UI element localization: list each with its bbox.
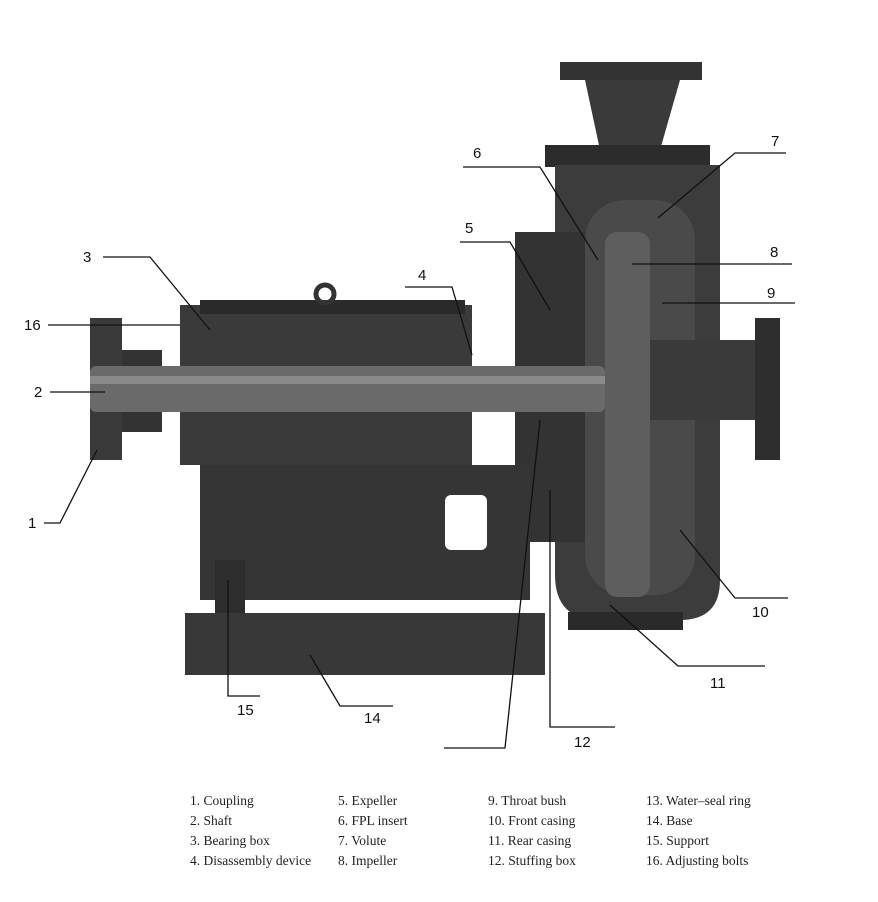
inlet-flange [755,318,780,460]
callout-4: 4 [418,267,426,284]
legend-item: 16. Adjusting bolts [646,853,749,868]
lifting-eye [313,282,337,306]
callout-2: 2 [34,384,42,401]
legend-item: 15. Support [646,833,710,848]
legend-item: 11. Rear casing [488,833,572,848]
callout-3: 3 [83,249,91,266]
legend-item: 8. Impeller [338,853,398,868]
legend-item: 12. Stuffing box [488,853,576,868]
callout-9: 9 [767,285,775,302]
callout-5: 5 [465,220,473,237]
shaft-highlight [90,376,605,384]
callout-leaders [44,152,795,749]
callout-11: 11 [710,675,726,692]
callout-10: 10 [752,604,769,621]
legend-item: 1. Coupling [190,793,254,808]
callout-12: 12 [574,734,591,751]
support [215,560,245,620]
impeller [605,232,650,597]
inlet-pipe [650,340,760,420]
legend-item: 13. Water–seal ring [646,793,751,808]
legend-item: 5. Expeller [338,793,398,808]
callout-7: 7 [771,133,779,150]
legend-item: 10. Front casing [488,813,576,828]
legend-item: 9. Throat bush [488,793,567,808]
callout-15: 15 [237,702,254,719]
discharge-flange [560,62,702,80]
callout-8: 8 [770,244,778,261]
shaft [90,366,605,412]
bearing-top [200,300,465,314]
bottom-flange [568,612,683,630]
volute-flange [545,145,710,167]
parts-legend: 1. Coupling 5. Expeller 9. Throat bush 1… [190,792,806,870]
callout-16: 16 [24,317,41,334]
callout-1: 1 [28,515,36,532]
base-slot [255,603,470,613]
base [185,613,545,675]
legend-item: 7. Volute [338,833,387,848]
callout-6: 6 [473,145,481,162]
callout-numbers: 1 2 3 4 5 6 7 8 9 10 11 12 14 15 16 [24,133,779,751]
legend-item: 4. Disassembly device [190,853,312,868]
discharge-neck [585,80,680,150]
legend-item: 6. FPL insert [338,813,408,828]
legend-item: 14. Base [646,813,693,828]
window [445,495,487,550]
pump-illustration [90,62,780,675]
legend-item: 2. Shaft [190,813,232,828]
legend-item: 3. Bearing box [190,833,270,848]
callout-14: 14 [364,710,381,727]
